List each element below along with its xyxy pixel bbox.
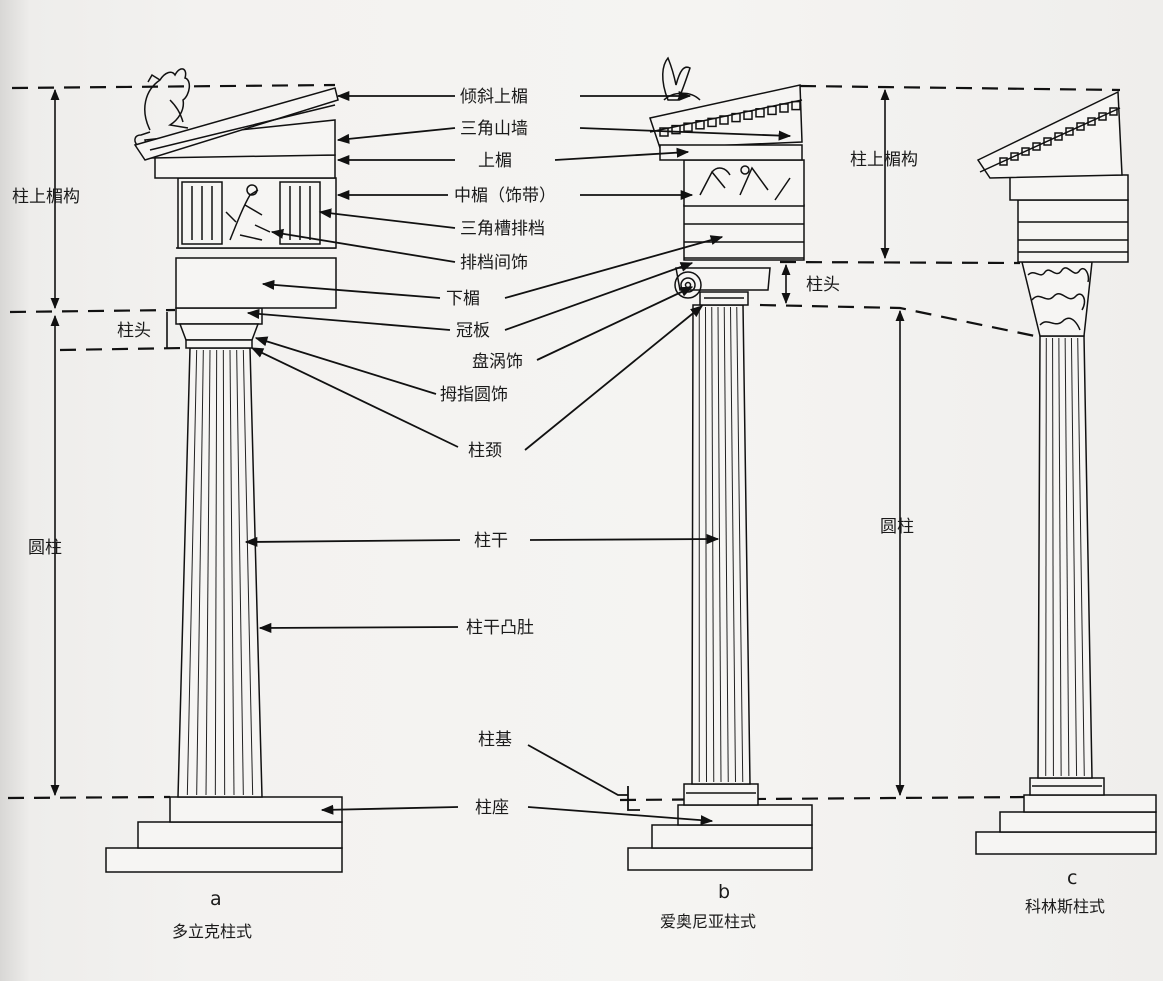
label-entasis: 柱干凸肚 <box>466 618 534 638</box>
decorative-line <box>196 349 204 796</box>
decorative-line <box>705 306 707 783</box>
decorative-block <box>671 124 681 135</box>
decorative-line <box>186 349 198 796</box>
caption-letter-b: b <box>718 881 730 903</box>
decorative-block <box>1032 142 1041 151</box>
decorative-line <box>1052 337 1054 777</box>
decorative-line <box>730 306 736 783</box>
label-frieze: 中楣（饰带） <box>454 186 556 206</box>
label-capital-right: 柱头 <box>806 275 840 295</box>
decorative-block <box>1021 147 1030 156</box>
label-raking-cornice: 倾斜上楣 <box>460 87 528 107</box>
caption-letter-a: a <box>210 888 222 910</box>
decorative-block <box>719 115 729 125</box>
decorative-block <box>999 157 1008 166</box>
decorative-block <box>1054 132 1063 141</box>
decorative-block <box>1098 112 1107 121</box>
caption-letter-c: c <box>1067 867 1077 889</box>
caption-name-a: 多立克柱式 <box>172 922 252 941</box>
decorative-block <box>743 110 753 120</box>
label-entablature-left: 柱上楣构 <box>12 187 80 207</box>
leader-lines <box>244 90 792 826</box>
order-captions: a 多立克柱式 b 爱奥尼亚柱式 c 科林斯柱式 <box>172 867 1105 941</box>
decorative-block <box>767 105 777 116</box>
decorative-line <box>205 349 211 796</box>
guide-lines <box>7 83 1121 802</box>
label-abacus: 冠板 <box>456 321 490 341</box>
label-necking: 柱颈 <box>468 441 502 461</box>
decorative-block <box>683 122 693 132</box>
label-column-right: 圆柱 <box>880 517 914 537</box>
decorative-block <box>1087 117 1096 126</box>
decorative-line <box>736 306 744 783</box>
decorative-block <box>181 181 223 245</box>
label-cornice: 上楣 <box>478 151 512 171</box>
decorative-block <box>791 100 801 111</box>
doric-order <box>105 68 343 873</box>
left-dimensions <box>50 88 168 797</box>
decorative-line <box>1070 337 1078 777</box>
decorative-line <box>1045 337 1047 777</box>
decorative-line <box>723 306 729 783</box>
decorative-block <box>707 117 717 128</box>
part-labels: 倾斜上楣 三角山墙 上楣 中楣（饰带） 三角槽排档 排档间饰 下楣 冠板 盘涡饰… <box>440 87 556 818</box>
decorative-line <box>1058 337 1062 777</box>
label-architrave: 下楣 <box>446 289 480 309</box>
decorative-block <box>1043 137 1052 146</box>
label-base: 柱基 <box>478 730 512 750</box>
decorative-line <box>222 349 226 796</box>
decorative-line <box>1064 337 1070 777</box>
decorative-block <box>1076 122 1085 131</box>
decorative-line <box>236 349 244 796</box>
caption-name-c: 科林斯柱式 <box>1025 897 1105 916</box>
decorative-block <box>731 112 741 123</box>
decorative-line <box>717 306 722 783</box>
decorative-block <box>695 120 705 130</box>
label-metope: 排档间饰 <box>460 253 528 273</box>
label-stylobate: 柱座 <box>475 798 509 818</box>
label-pediment: 三角山墙 <box>460 119 528 139</box>
decorative-block <box>779 103 789 113</box>
label-echinus: 拇指圆饰 <box>440 385 508 405</box>
decorative-block <box>1010 152 1019 161</box>
label-volute: 盘涡饰 <box>472 352 523 372</box>
dimension-labels: 柱上楣构 柱头 圆柱 柱上楣构 柱头 圆柱 <box>12 150 918 558</box>
label-triglyph: 三角槽排档 <box>460 219 545 239</box>
label-shaft: 柱干 <box>474 531 508 551</box>
decorative-line <box>229 349 235 796</box>
corinthian-order <box>975 90 1157 855</box>
decorative-block <box>755 108 765 118</box>
right-dimensions <box>781 88 905 797</box>
decorative-line <box>1077 337 1085 777</box>
ionic-order <box>627 56 813 871</box>
decorative-line <box>214 349 218 796</box>
caption-name-b: 爱奥尼亚柱式 <box>660 912 756 931</box>
label-column-left: 圆柱 <box>28 538 62 558</box>
decorative-line <box>711 306 715 783</box>
decorative-block <box>1065 127 1074 136</box>
label-capital-left: 柱头 <box>117 321 151 341</box>
decorative-block <box>1109 107 1118 116</box>
decorative-line <box>242 349 254 796</box>
label-entablature-right: 柱上楣构 <box>850 150 918 170</box>
